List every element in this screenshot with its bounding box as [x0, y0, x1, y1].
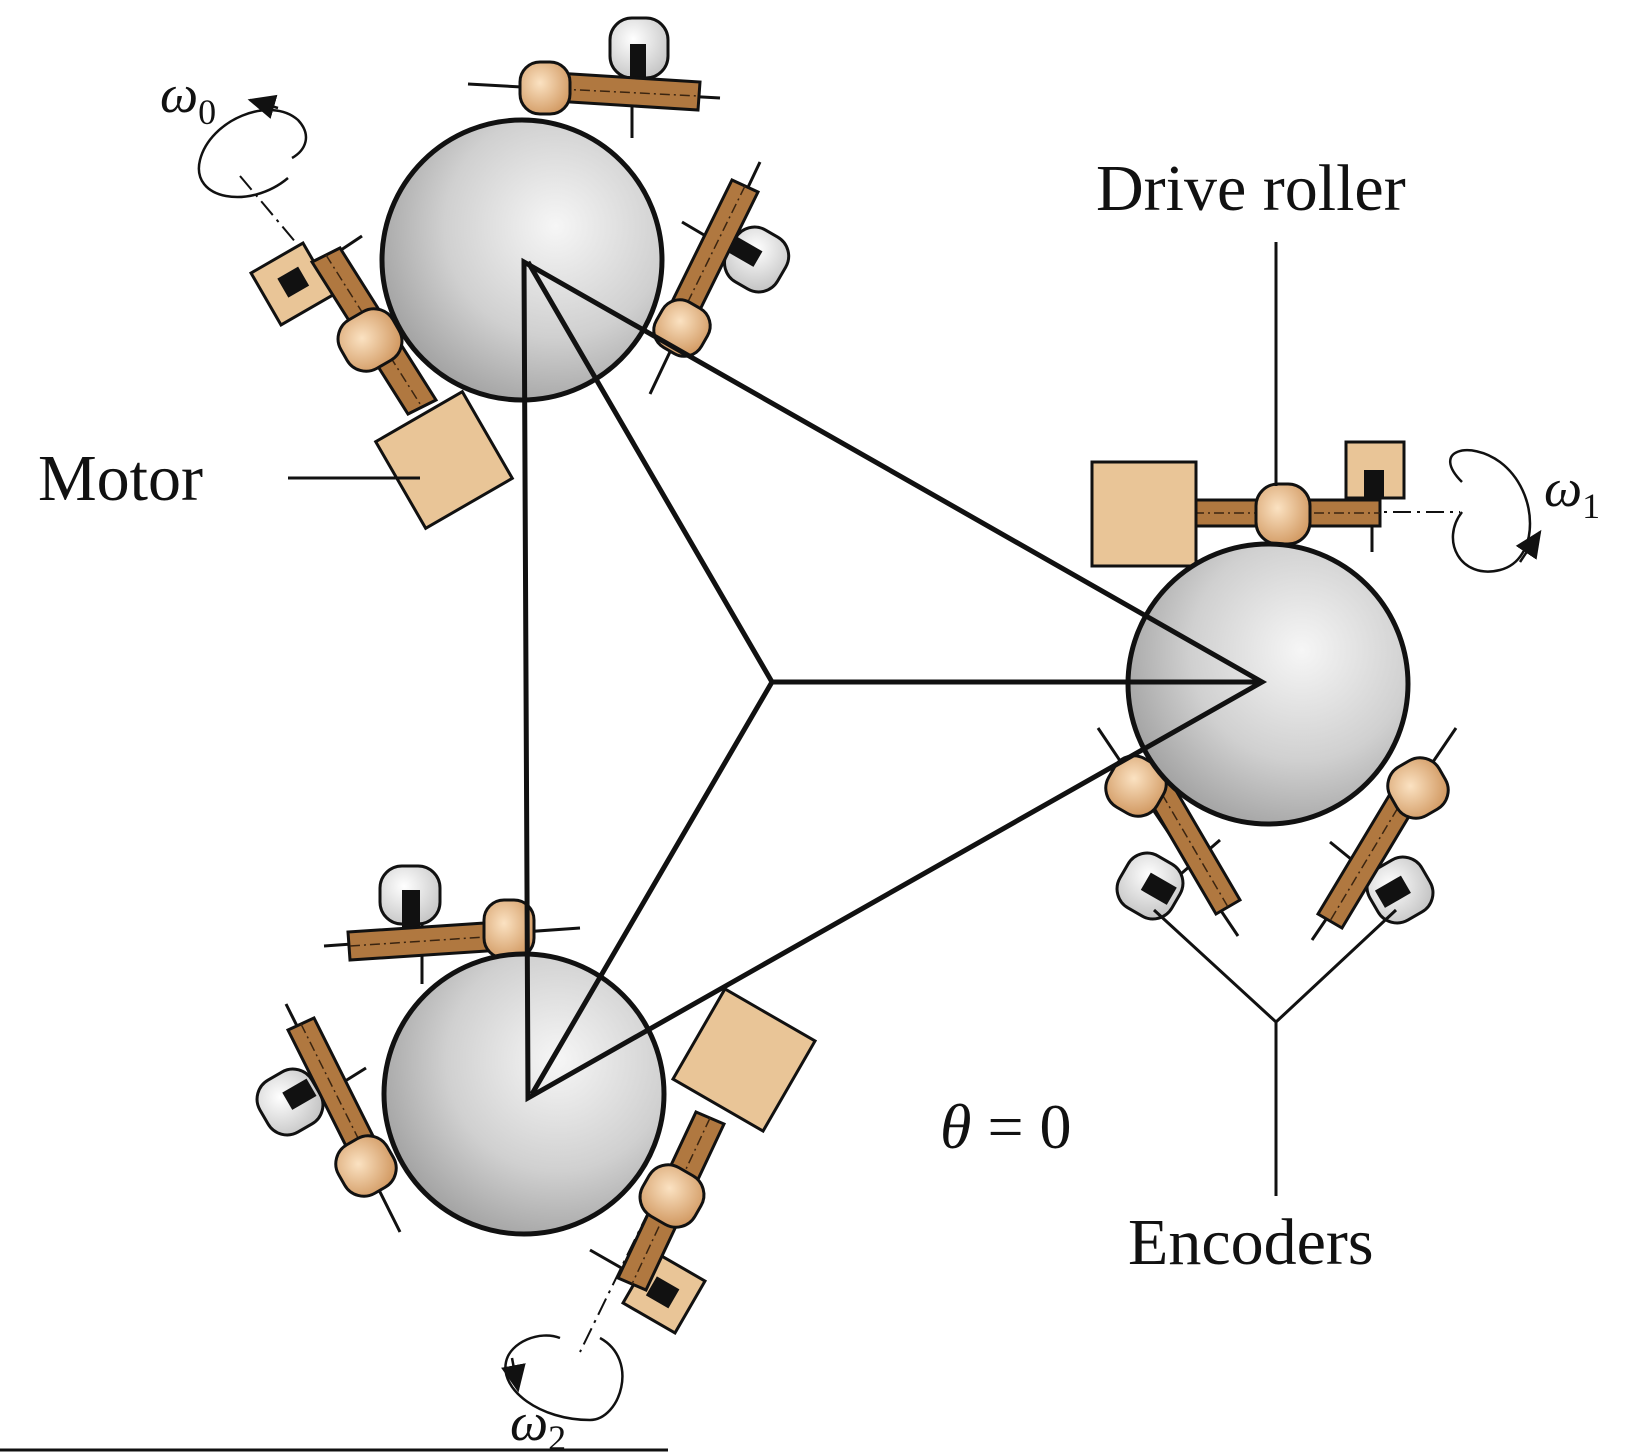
motor-label: Motor: [38, 442, 203, 515]
encoder-1c: [1365, 855, 1435, 925]
encoder-mark: [630, 44, 646, 84]
encoder-mark: [1140, 872, 1177, 905]
coupler-1c: [1386, 756, 1450, 820]
wheel-assembly-2: [255, 864, 818, 1353]
coupler-0a: [518, 60, 572, 116]
wheel-assembly-0: [239, 16, 791, 531]
encoder-1b: [1115, 851, 1185, 921]
motor-1: [1090, 460, 1198, 568]
shaft-centerline: [1151, 776, 1229, 908]
encoder-0c: [248, 240, 336, 328]
encoder-mark: [1374, 875, 1411, 908]
rotation-arrow-0-loop: [197, 108, 308, 199]
coupler-1a: [1254, 482, 1312, 546]
rotation-arrow-0-head: [247, 94, 279, 119]
omega1-subscript: 1: [1582, 486, 1600, 526]
encoder-mark: [277, 266, 310, 298]
rotation-arrow-1-loop: [1448, 449, 1532, 573]
omega2-subscript: 2: [548, 1418, 566, 1452]
rotation-arrow-2-head: [501, 1357, 526, 1393]
encoder-mark: [282, 1078, 317, 1110]
theta-symbol: θ: [940, 1091, 971, 1162]
theta-equation: θ = 0: [940, 1091, 1072, 1162]
ball-2: [381, 951, 667, 1237]
omega0-label: ω0: [160, 64, 216, 132]
omega0-symbol: ω: [160, 64, 198, 124]
motor-2: [670, 986, 818, 1134]
drive-roller-label: Drive roller: [1096, 152, 1406, 225]
encoder-mark: [1364, 470, 1384, 498]
coupler-2c: [638, 1163, 706, 1229]
frame-triangle: [521, 257, 1268, 1103]
shaft-centerline: [1329, 790, 1409, 922]
encoders-label: Encoders: [1128, 1206, 1374, 1279]
omega1-label: ω1: [1544, 458, 1600, 526]
omega0-subscript: 0: [198, 92, 216, 132]
omega2-label: ω2: [510, 1392, 566, 1452]
encoder-2a: [378, 864, 442, 930]
rotation-arrow-1-head: [1515, 529, 1542, 563]
encoder-mark: [402, 890, 420, 930]
rotation-arrow-2-loop: [504, 1334, 624, 1422]
encoders-leader-fork: [1152, 908, 1398, 1025]
theta-value: = 0: [971, 1091, 1071, 1162]
omega1-symbol: ω: [1544, 458, 1582, 518]
coupler-2b: [334, 1134, 398, 1198]
encoder-mark: [645, 1276, 680, 1309]
encoder-0a: [608, 16, 670, 84]
omega2-symbol: ω: [510, 1392, 548, 1452]
shaft-centerline: [349, 935, 501, 947]
motor-0: [373, 389, 515, 531]
encoder-mark: [727, 236, 763, 267]
